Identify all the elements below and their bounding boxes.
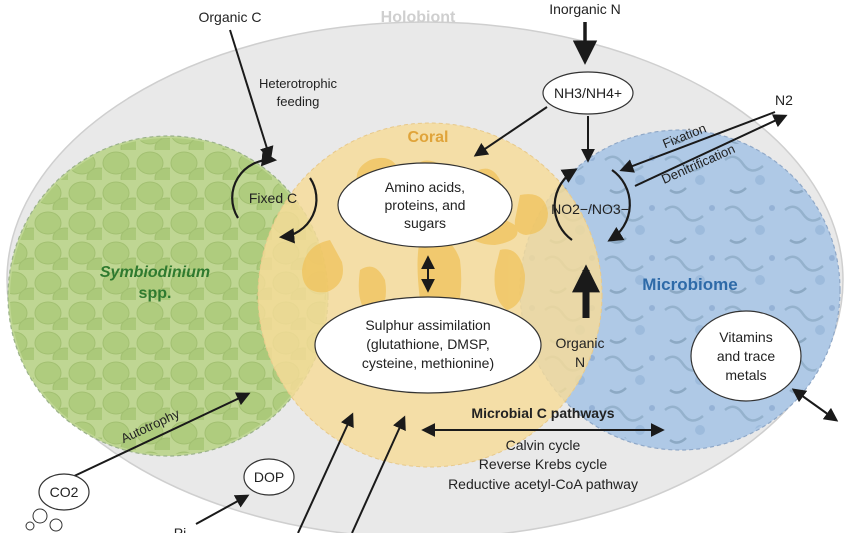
amino-label-2: proteins, and: [385, 197, 466, 213]
vitamins-ellipse: [690, 310, 802, 402]
symbiodinium-spp: spp.: [139, 285, 172, 302]
sulphur-ellipse: [314, 296, 542, 394]
holobiont-title: Holobiont: [381, 9, 456, 26]
reductive-label: Reductive acetyl-CoA pathway: [448, 476, 638, 492]
nh-label: NH3/NH4+: [554, 85, 622, 101]
amino-label-3: sugars: [404, 215, 446, 231]
n2-label: N2: [775, 92, 793, 108]
sulphur-label-3: cysteine, methionine): [362, 355, 494, 371]
coral-in-arrow: [351, 415, 406, 533]
coral-title: Coral: [408, 129, 449, 146]
dop-label: DOP: [254, 469, 284, 485]
co2-bubble: [38, 473, 90, 511]
fixed-c-cycle-top: [231, 151, 278, 219]
no-cycle-left: [553, 168, 578, 241]
symbiodinium-title: Symbiodinium: [100, 264, 210, 281]
amino-acids-ellipse: [337, 162, 513, 248]
organic-c-arrow: [229, 29, 274, 161]
vitamins-label-1: Vitamins: [719, 329, 772, 345]
inorganic-n-label: Inorganic N: [549, 1, 621, 17]
small-bubble-1: [32, 508, 48, 524]
autotrophy-arrow: [69, 392, 251, 479]
organic-c-label: Organic C: [198, 9, 261, 25]
heterotrophic-label-1: Heterotrophic: [259, 76, 338, 91]
nh-to-amino-arrow: [473, 106, 548, 157]
sulphur-label-2: (glutathione, DMSP,: [366, 336, 489, 352]
pi-arrow: [195, 494, 250, 525]
co2-label: CO2: [50, 484, 79, 500]
symbiodinium-cells: [10, 138, 326, 454]
denitrification-arrow: [634, 114, 788, 187]
coral-out-arrow: [297, 412, 354, 533]
microbial-c-title: Microbial C pathways: [471, 405, 614, 421]
dop-bubble: [243, 458, 295, 496]
fixation-arrow: [619, 111, 776, 173]
organic-n-label-2: N: [575, 354, 585, 370]
organic-n-label-1: Organic: [555, 335, 604, 351]
small-bubble-2: [49, 518, 63, 532]
fixed-c-cycle-bottom: [278, 177, 318, 244]
no-cycle-right: [607, 169, 631, 242]
calvin-label: Calvin cycle: [506, 437, 581, 453]
vitamins-label-2: and trace: [717, 348, 776, 364]
sulphur-label-1: Sulphur assimilation: [365, 317, 490, 333]
pi-label: Pi: [174, 525, 186, 533]
amino-label-1: Amino acids,: [385, 179, 465, 195]
nh-ellipse: [542, 71, 634, 115]
reverse-krebs-label: Reverse Krebs cycle: [479, 456, 608, 472]
fixed-c-label: Fixed C: [249, 190, 297, 206]
microbiome-title: Microbiome: [642, 275, 737, 294]
vitamins-arrow: [791, 388, 839, 422]
small-bubble-3: [25, 521, 35, 531]
vitamins-label-3: metals: [725, 367, 766, 383]
no-label: NO2−/NO3−: [551, 201, 629, 217]
heterotrophic-label-2: feeding: [277, 94, 320, 109]
